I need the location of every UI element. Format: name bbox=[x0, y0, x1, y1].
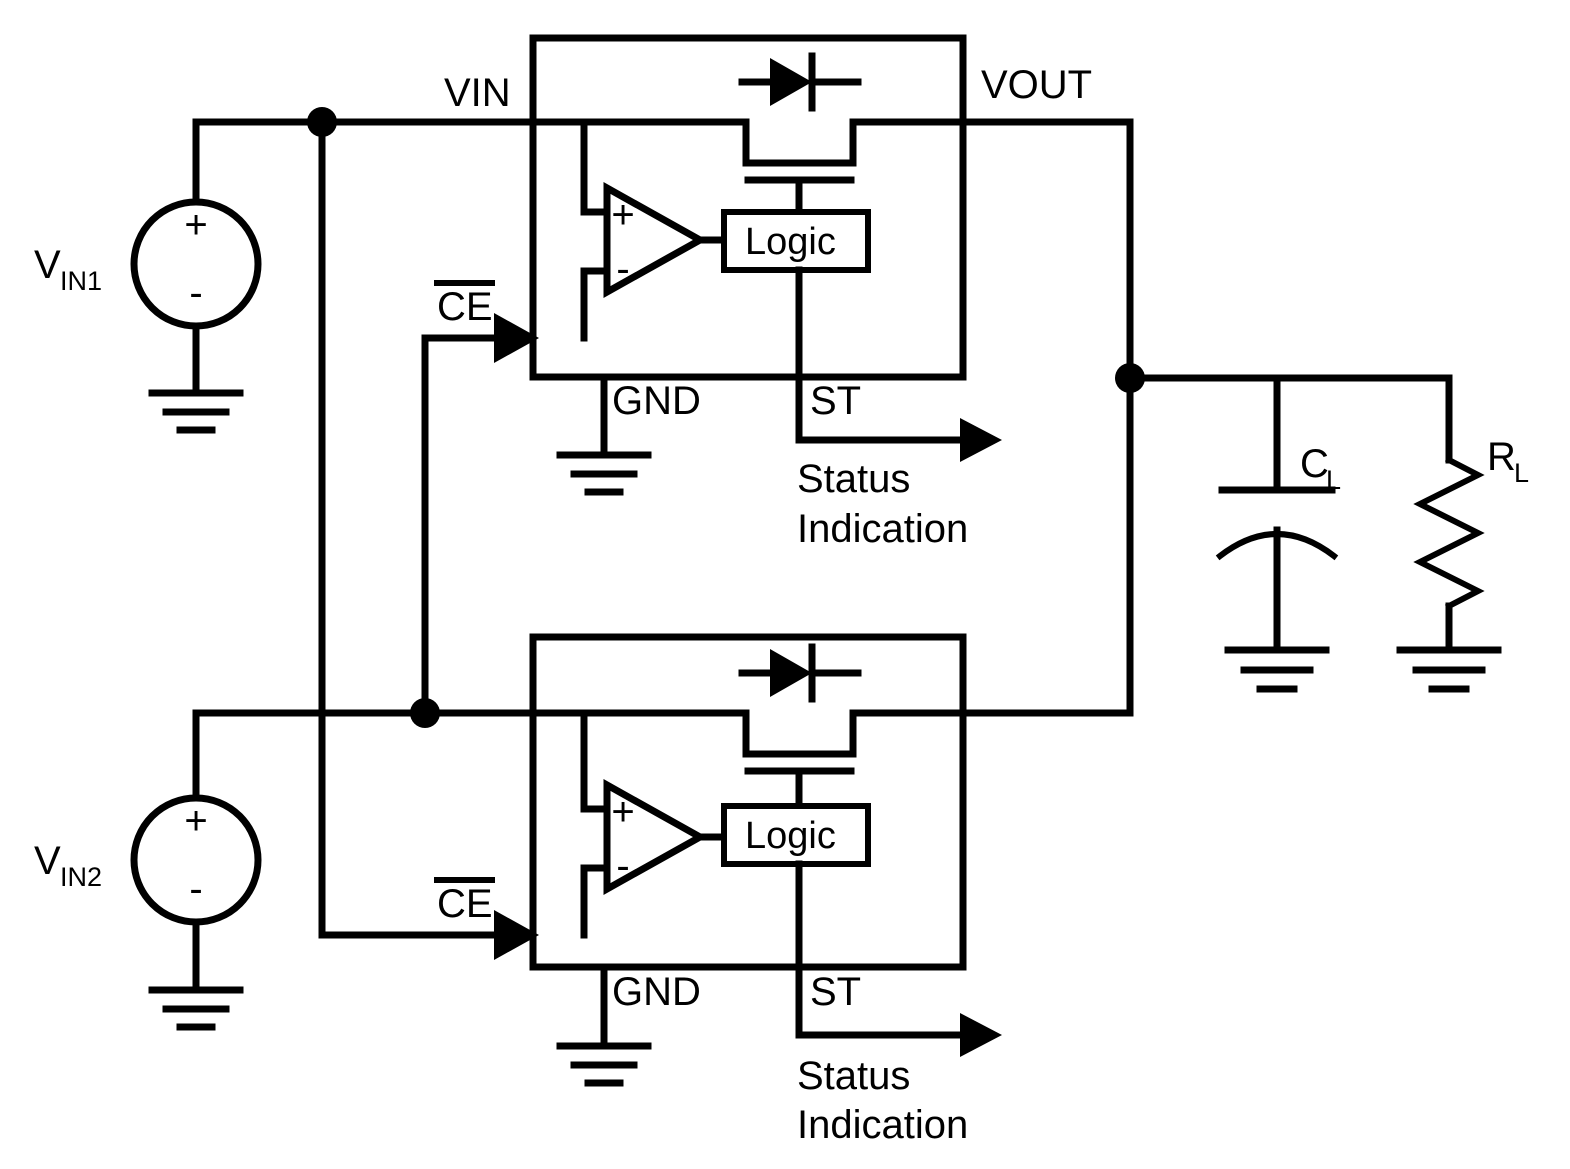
ic-block-lower bbox=[529, 633, 967, 971]
ic2-logic-block bbox=[721, 803, 871, 867]
ic2-comp-plus-input-wire bbox=[580, 709, 611, 813]
vin1-label-sub: IN1 bbox=[60, 266, 102, 296]
ic1-body-diode-icon bbox=[770, 58, 812, 106]
ic1-st-arrowhead-icon bbox=[960, 418, 1002, 462]
ic2-st-arrowhead-icon bbox=[960, 1013, 1002, 1057]
status-indication-upper-line2: Indication bbox=[797, 507, 968, 551]
rl-label-main: R bbox=[1487, 435, 1516, 479]
status-indication-lower-line1: Status bbox=[797, 1054, 910, 1098]
rl-label-sub: L bbox=[1514, 458, 1529, 488]
ic1-comparator-minus: - bbox=[616, 247, 629, 291]
ic1-pmos-channel bbox=[742, 118, 857, 167]
ic2-comp-minus-input-wire bbox=[580, 864, 611, 939]
cl-label-main: C bbox=[1300, 442, 1329, 486]
ic1-logic-label: Logic bbox=[745, 221, 836, 263]
ce2-arrowhead-icon bbox=[494, 910, 539, 960]
ic2-comparator-symbol bbox=[603, 779, 708, 895]
ic2-body-diode-icon bbox=[770, 649, 812, 697]
ic2-logic-label: Logic bbox=[745, 815, 836, 857]
cl-label-sub: L bbox=[1326, 465, 1341, 495]
ic2-comparator-plus: + bbox=[611, 790, 634, 834]
pin-label-gnd-lower: GND bbox=[612, 970, 701, 1014]
ce1-arrowhead-icon bbox=[494, 313, 539, 363]
ic1-comparator-symbol bbox=[603, 182, 708, 298]
ic1-comparator-plus: + bbox=[611, 193, 634, 237]
vin1-minus-sign: - bbox=[189, 271, 202, 315]
ic2-comparator-minus: - bbox=[616, 844, 629, 888]
vin1-label-main: V bbox=[34, 243, 61, 287]
ic2-pmos-channel bbox=[742, 709, 857, 758]
pin-label-ce-lower: CE bbox=[437, 882, 493, 926]
pin-label-gnd-upper: GND bbox=[612, 379, 701, 423]
pin-label-vin: VIN bbox=[444, 71, 511, 115]
pin-label-st-lower: ST bbox=[810, 970, 861, 1014]
ic1-logic-block bbox=[721, 209, 871, 273]
ic-block-upper bbox=[529, 34, 967, 381]
vin2-label-main: V bbox=[34, 839, 61, 883]
pin-label-st-upper: ST bbox=[810, 379, 861, 423]
vin1-plus-sign: + bbox=[184, 203, 207, 247]
vin2-minus-sign: - bbox=[189, 867, 202, 911]
rl-zigzag-body bbox=[1413, 455, 1485, 611]
ic1-comp-plus-input-wire bbox=[580, 118, 611, 216]
ic1-comp-minus-input-wire bbox=[580, 267, 611, 342]
pin-label-vout: VOUT bbox=[981, 63, 1092, 107]
vin2-plus-sign: + bbox=[184, 799, 207, 843]
vin2-label-sub: IN2 bbox=[60, 862, 102, 892]
status-indication-upper-line1: Status bbox=[797, 457, 910, 501]
status-indication-lower-line2: Indication bbox=[797, 1103, 968, 1147]
pin-label-ce-upper: CE bbox=[437, 285, 493, 329]
